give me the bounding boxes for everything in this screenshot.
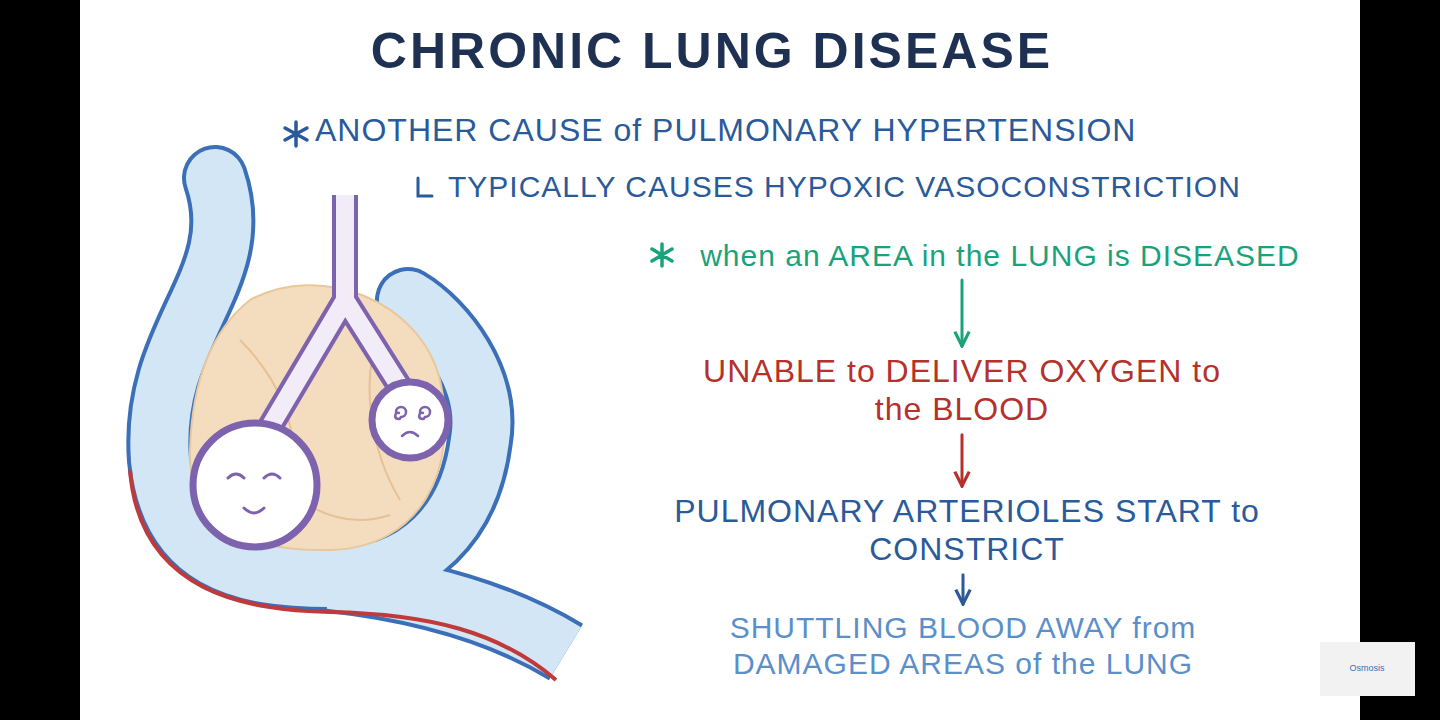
asterisk [652,244,672,266]
flow-step: PULMONARY ARTERIOLES START to CONSTRICT [622,492,1312,569]
flow-arrow [961,280,964,346]
flow-step: when an AREA in the LUNG is DISEASED [670,238,1330,274]
flow-text: UNABLE to DELIVER OXYGEN to the BLOOD [702,352,1222,429]
flow-text: PULMONARY ARTERIOLES START to CONSTRICT [622,492,1312,569]
flow-arrow [962,575,965,604]
flow-text: when an AREA in the LUNG is DISEASED [700,238,1300,274]
bracket [418,178,432,196]
watermark: Osmosis [1349,663,1384,673]
vessel-lumen [159,178,481,578]
happy-face [228,474,280,513]
vessel-lumen [330,580,566,652]
flow-text: SHUTTLING BLOOD AWAY from DAMAGED AREAS … [663,610,1263,682]
logo-box [1320,642,1415,696]
note-text: TYPICALLY CAUSES HYPOXIC VASOCONSTRICTIO… [448,170,1241,204]
asterisk [285,122,307,146]
dizzy-face [395,407,430,436]
flow-step: SHUTTLING BLOOD AWAY from DAMAGED AREAS … [663,610,1263,682]
damaged-alveolus [372,382,448,458]
vessel-outline [159,178,481,578]
healthy-alveolus [193,423,317,547]
title: CHRONIC LUNG DISEASE [371,22,1053,80]
flow-arrow [961,435,964,486]
note-text: ANOTHER CAUSE of PULMONARY HYPERTENSION [315,112,1136,149]
flow-step: UNABLE to DELIVER OXYGEN to the BLOOD [702,352,1222,429]
vessel-outline [330,580,566,652]
